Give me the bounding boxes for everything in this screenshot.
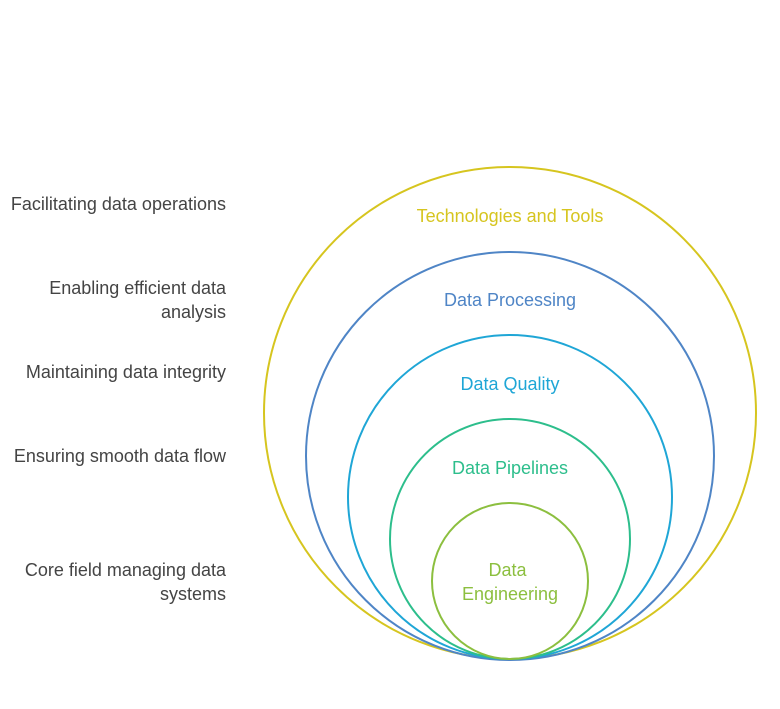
description-data-processing: Enabling efficient data analysis: [49, 278, 226, 322]
ring-label-data-processing: Data Processing: [444, 290, 576, 310]
description-data-quality: Maintaining data integrity: [25, 362, 226, 382]
description-technologies-and-tools: Facilitating data operations: [10, 194, 226, 214]
ring-label-data-pipelines: Data Pipelines: [452, 458, 568, 478]
description-data-pipelines: Ensuring smooth data flow: [13, 446, 226, 466]
ring-label-data-quality: Data Quality: [460, 374, 559, 394]
ring-label-data-engineering: Data Engineering: [462, 560, 558, 604]
ring-data-pipelines: [389, 418, 631, 660]
ring-label-technologies-and-tools: Technologies and Tools: [417, 206, 604, 226]
ring-data-engineering: [431, 502, 589, 660]
description-data-engineering: Core field managing data systems: [24, 560, 226, 604]
